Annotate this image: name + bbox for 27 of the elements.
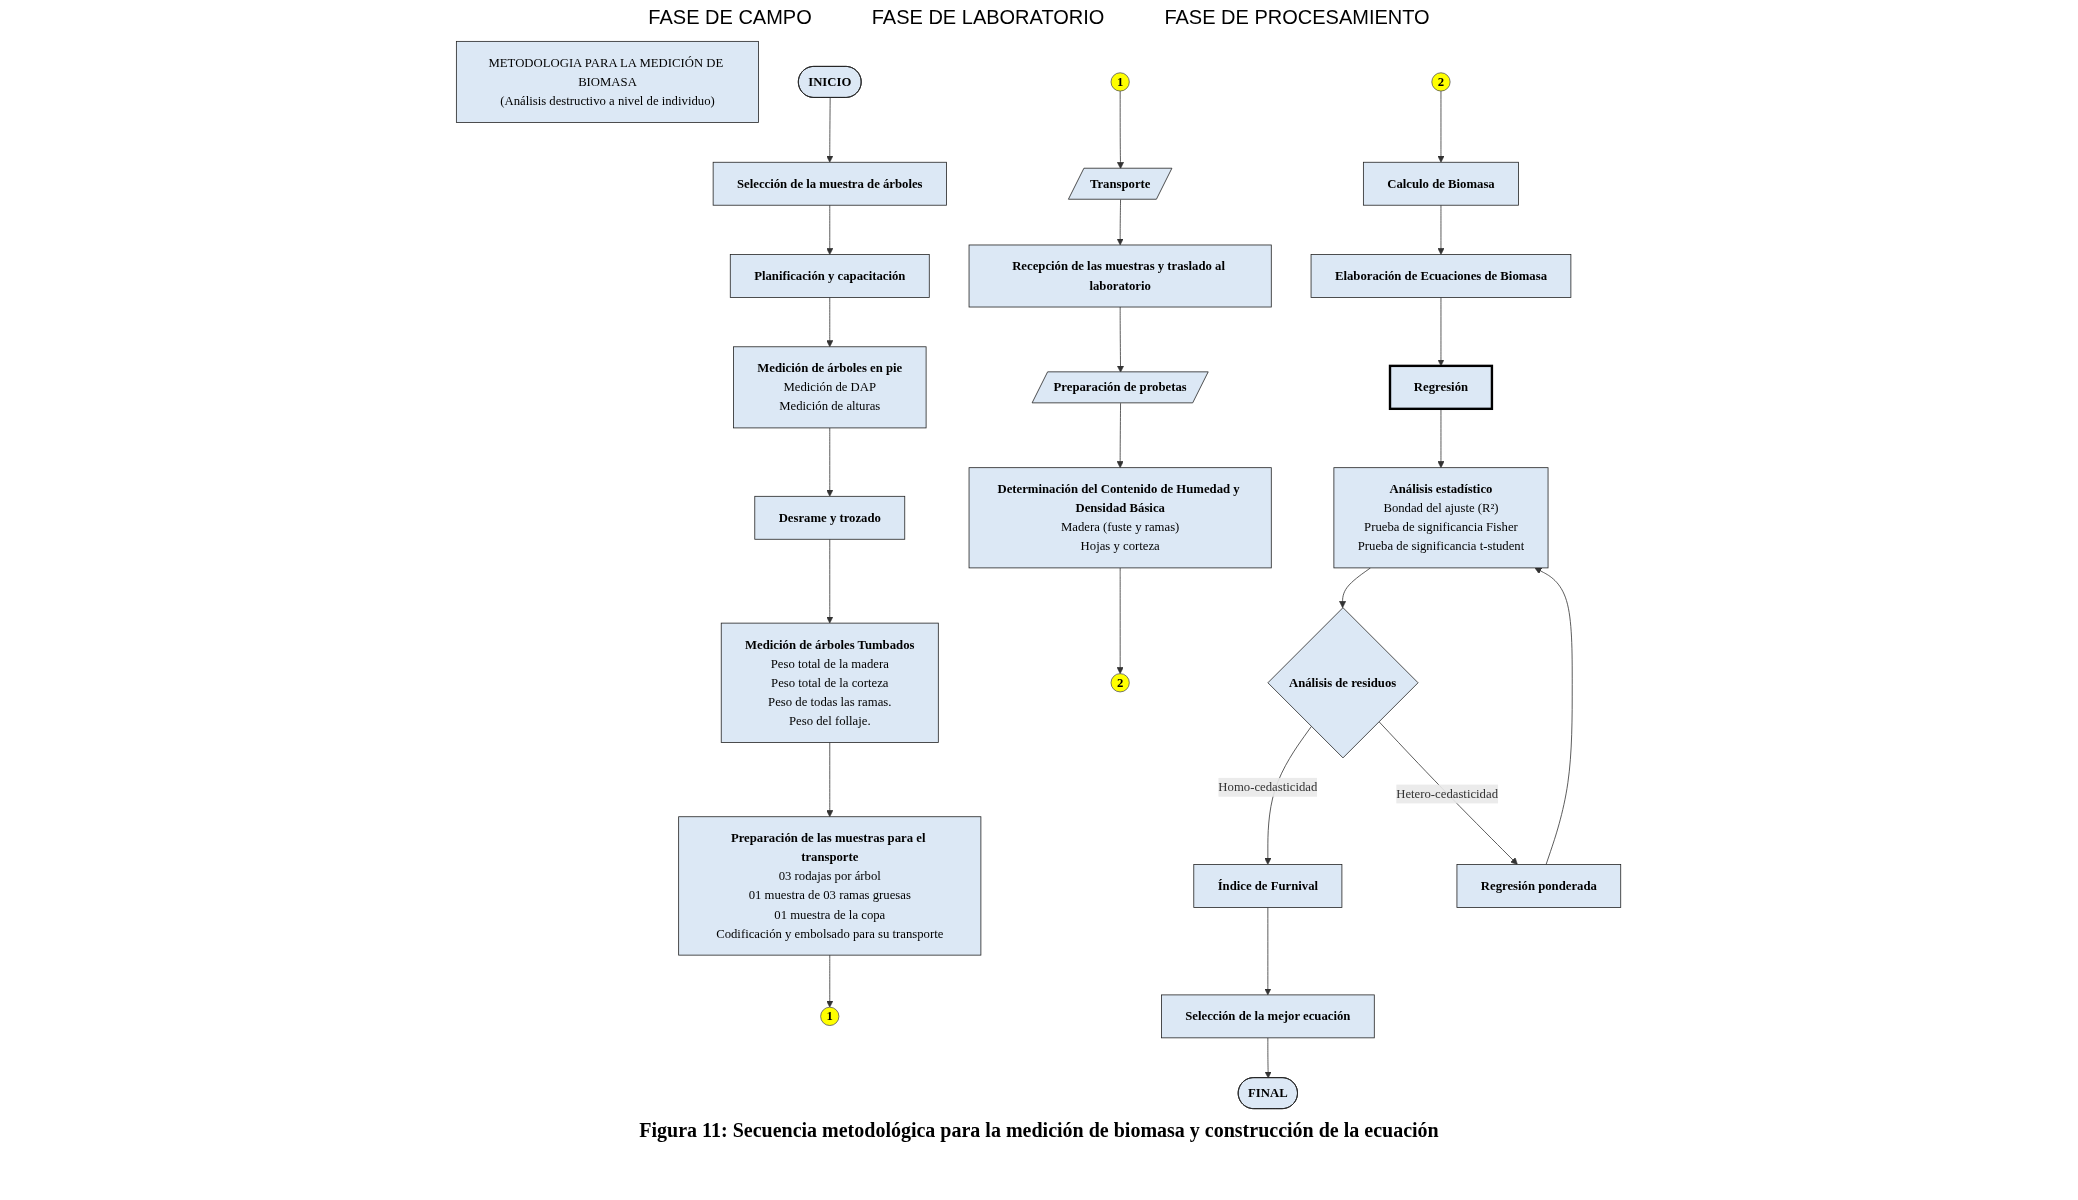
- phase-label: FASE DE LABORATORIO: [871, 6, 1105, 29]
- node-box: Preparación de las muestras para el transporte 03 rodajas por árbol 01 muestra de 03 ramas gruesas 01 muestra de la copa Codificación y embolsado para su transporte: [678, 816, 982, 956]
- phase-label: FASE DE CAMPO: [648, 6, 812, 29]
- node-box: Selección de la muestra de árboles: [713, 161, 948, 206]
- edge-label: Homo-cedasticidad: [1218, 780, 1318, 794]
- node-box: Análisis estadístico Bondad del ajuste (R²) Prueba de significancia Fisher Prueba de significancia t-student: [1333, 467, 1549, 569]
- node-diamond: Análisis de residuos: [1267, 607, 1419, 759]
- node-box: Medición de árboles en pie Medición de DAP Medición de alturas: [733, 346, 927, 429]
- node-box: Recepción de las muestras y traslado al laboratorio: [969, 244, 1273, 308]
- edge-label: Hetero-cedasticidad: [1396, 786, 1499, 801]
- node-circle: 2: [1431, 72, 1451, 92]
- node-box: Medición de árboles Tumbados Peso total de la madera Peso total de la corteza Peso de todas las ramas. Peso del follaje.: [721, 622, 940, 743]
- node-box: Calculo de Biomasa: [1363, 161, 1520, 206]
- phase-label: FASE DE PROCESAMIENTO: [1164, 6, 1430, 29]
- node-box: Desrame y trozado: [754, 495, 906, 540]
- node-circle: 1: [1111, 72, 1131, 92]
- node-box: Regresión: [1389, 364, 1494, 410]
- node-box: Elaboración de Ecuaciones de Biomasa: [1311, 254, 1572, 298]
- node-box: METODOLOGIA PARA LA MEDICIÓN DE BIOMASA (Análisis destructivo a nivel de individuo): [456, 40, 760, 123]
- node-circle: 2: [1111, 673, 1131, 693]
- node-box: Planificación y capacitación: [730, 254, 931, 298]
- node-box: Regresión ponderada: [1457, 864, 1622, 908]
- figure-caption: Figura 11: Secuencia metodológica para la medición de biomasa y construcción de la ecuación: [638, 1118, 1440, 1144]
- node-circle: 1: [820, 1006, 840, 1026]
- node-box: Índice de Furnival: [1193, 864, 1343, 908]
- node-box: Selección de la mejor ecuación: [1161, 994, 1376, 1039]
- node-box: Determinación del Contenido de Humedad y Densidad Básica Madera (fuste y ramas) Hojas y corteza: [969, 467, 1273, 569]
